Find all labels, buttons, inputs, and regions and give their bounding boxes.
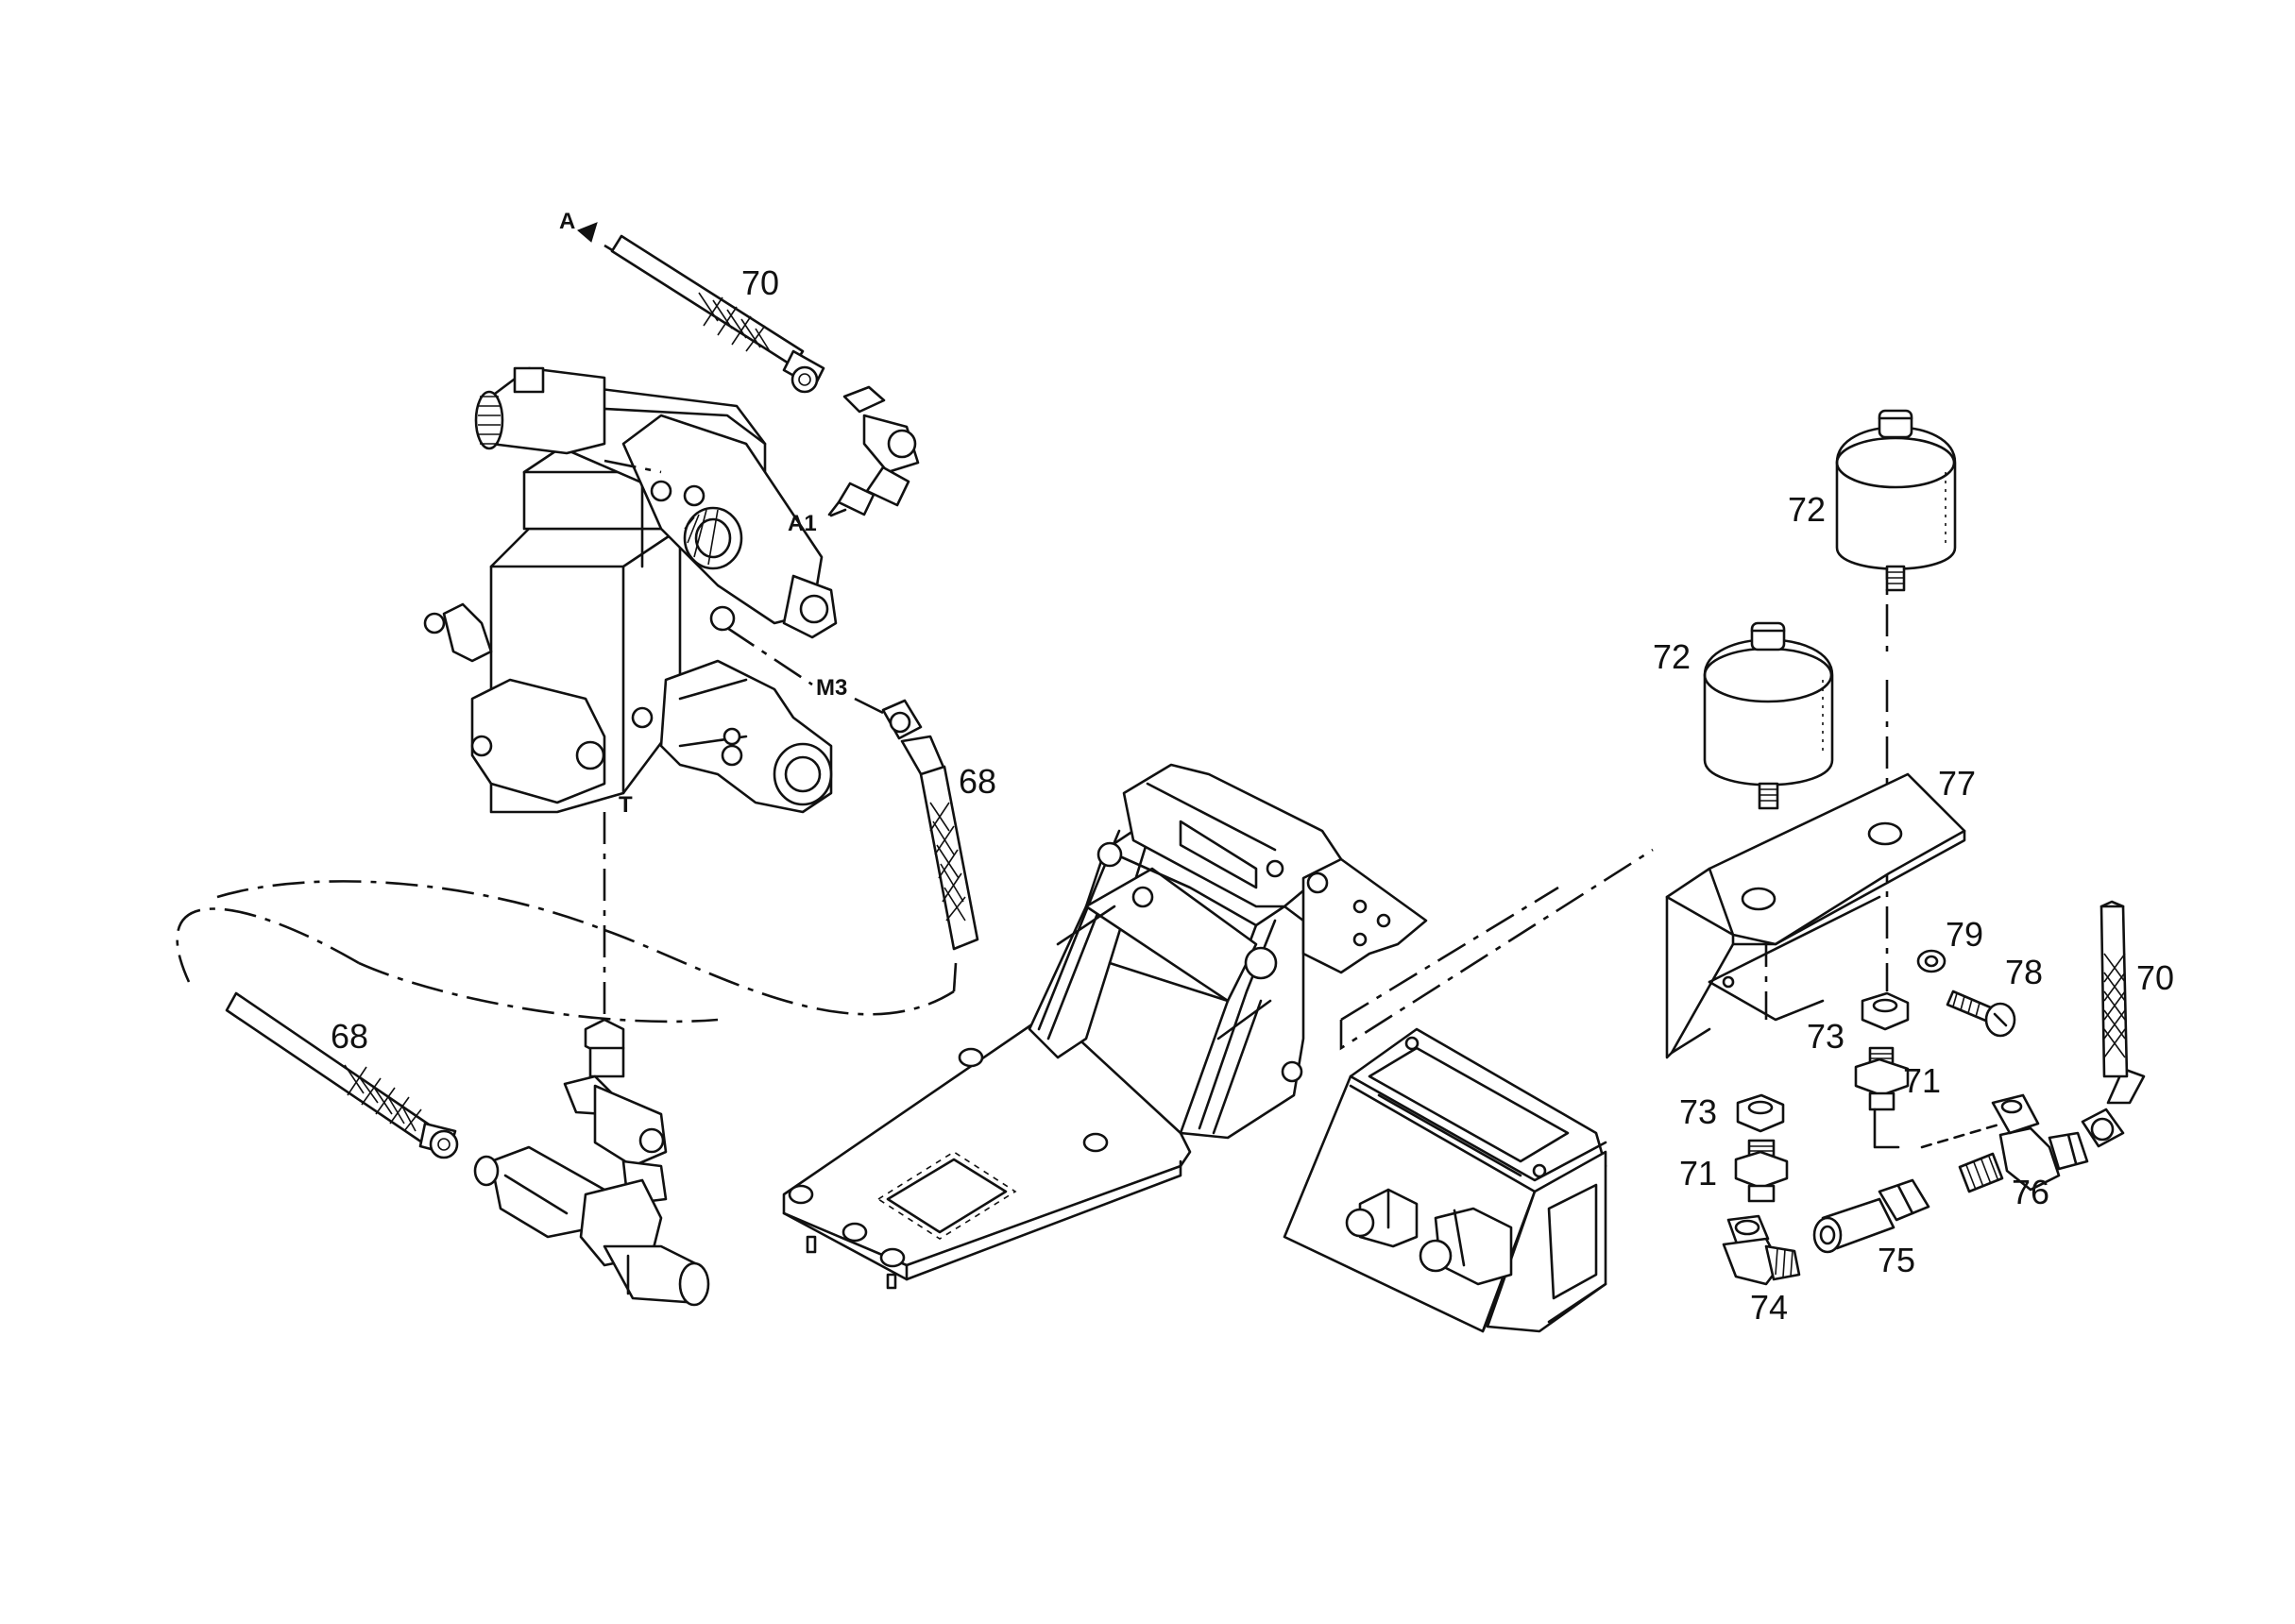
nipple-76 bbox=[1958, 1093, 2089, 1193]
callout-70-top: 70 bbox=[741, 263, 779, 302]
callout-72-upper: 72 bbox=[1788, 490, 1826, 529]
callout-78: 78 bbox=[2005, 953, 2043, 991]
leader-dash bbox=[1920, 1122, 2004, 1149]
arrow-a-icon bbox=[577, 222, 598, 243]
mounting-bracket-77 bbox=[1665, 772, 1966, 1059]
callout-72-lower: 72 bbox=[1653, 637, 1691, 676]
accumulator-72-upper bbox=[1835, 409, 1957, 592]
control-valve-block: A1 M3 T A bbox=[423, 209, 847, 818]
elbow-74 bbox=[1722, 1214, 1801, 1286]
port-label-a1: A1 bbox=[788, 511, 817, 536]
fitting-71-upper bbox=[1854, 1046, 1910, 1111]
hose-68-right bbox=[881, 699, 979, 951]
callout-79: 79 bbox=[1946, 915, 1983, 954]
port-label-a: A bbox=[559, 209, 575, 234]
filter-fitting-assembly bbox=[473, 1018, 710, 1307]
port-label-t: T bbox=[619, 792, 633, 818]
callout-labels: 70 72 72 77 68 68 79 78 70 73 71 73 71 7… bbox=[331, 263, 2174, 1327]
callout-75: 75 bbox=[1878, 1241, 1915, 1279]
control-console-box bbox=[1283, 1027, 1607, 1333]
base-frame bbox=[782, 763, 1428, 1290]
callout-68-right: 68 bbox=[959, 762, 996, 801]
callout-68-left: 68 bbox=[331, 1017, 368, 1056]
leader-bracket bbox=[1873, 1108, 1900, 1149]
callout-73-upper: 73 bbox=[1807, 1017, 1844, 1056]
bolt-78 bbox=[1946, 990, 2016, 1038]
callout-70-right: 70 bbox=[2136, 958, 2174, 997]
callout-76: 76 bbox=[2012, 1173, 2049, 1211]
nut-73-upper bbox=[1861, 991, 1910, 1031]
hose-70-top bbox=[577, 222, 920, 516]
callout-74: 74 bbox=[1750, 1288, 1788, 1327]
coupling-75 bbox=[1812, 1178, 1930, 1254]
washer-79 bbox=[1916, 949, 1946, 973]
port-label-m3: M3 bbox=[816, 675, 847, 701]
nut-73-lower bbox=[1736, 1093, 1785, 1133]
callout-71-lower: 71 bbox=[1679, 1154, 1717, 1193]
fitting-71-lower bbox=[1734, 1139, 1789, 1203]
callout-77: 77 bbox=[1938, 764, 1976, 803]
accumulator-72-lower bbox=[1703, 621, 1834, 810]
hose-70-right bbox=[2081, 900, 2146, 1148]
callout-73-lower: 73 bbox=[1679, 1092, 1717, 1131]
callout-71-upper: 71 bbox=[1903, 1061, 1941, 1100]
hose-68-left bbox=[225, 991, 459, 1159]
